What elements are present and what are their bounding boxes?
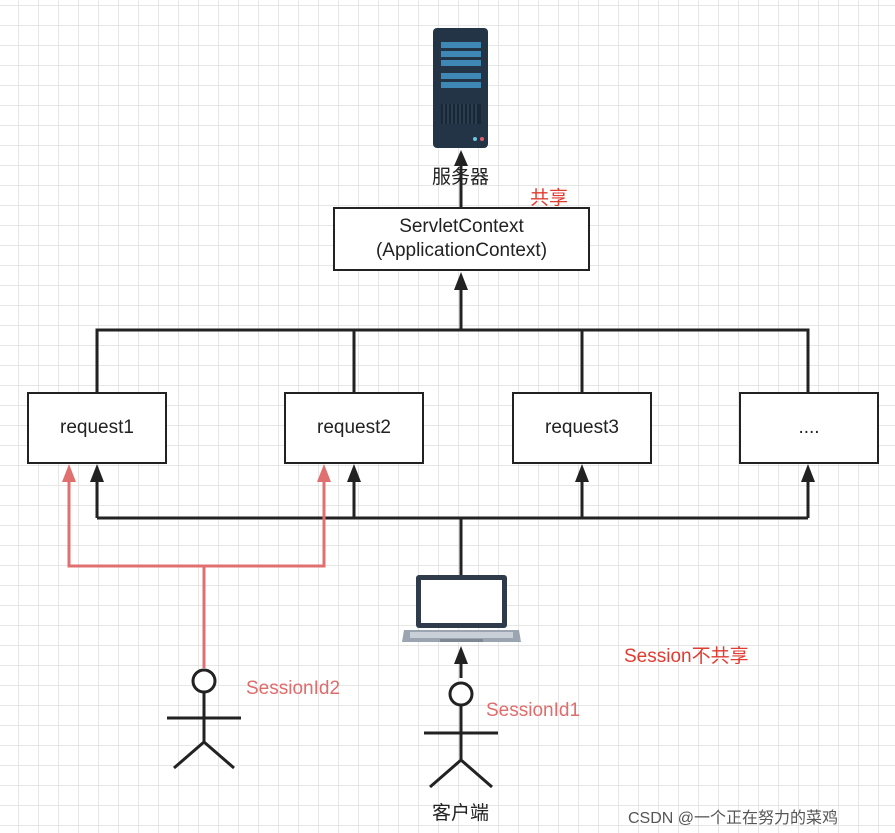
client-label: 客户端 <box>432 803 490 824</box>
csdn-watermark: CSDN @一个正在努力的菜鸡 <box>628 810 839 827</box>
user1-figure <box>424 681 498 789</box>
request2-box: request2 <box>284 392 424 464</box>
arrowheads-session2 <box>62 464 331 482</box>
user2-figure <box>167 668 241 770</box>
request3-label: request3 <box>545 417 619 438</box>
connector-client-to-requests <box>95 480 810 575</box>
connector-requests-to-context <box>95 288 810 392</box>
session-id2-label: SessionId2 <box>246 678 341 699</box>
session-id1-label: SessionId1 <box>486 700 581 721</box>
arrowheads-requests <box>90 464 815 482</box>
request1-box: request1 <box>27 392 167 464</box>
arrow-context-to-server <box>454 150 468 207</box>
request3-box: request3 <box>512 392 652 464</box>
shared-note: 共享 <box>530 188 569 209</box>
request2-label: request2 <box>317 417 391 438</box>
servlet-context-label: ServletContext <box>399 216 524 237</box>
request-more-box: .... <box>739 392 879 464</box>
server-label: 服务器 <box>432 167 490 188</box>
arrowhead-context <box>454 272 468 290</box>
connector-session2 <box>67 480 326 668</box>
request-more-label: .... <box>798 417 820 438</box>
arrow-user1-to-laptop <box>454 646 468 678</box>
session-not-shared-note: Session不共享 <box>624 646 749 667</box>
laptop-icon <box>402 575 521 642</box>
request1-label: request1 <box>60 417 134 438</box>
application-context-label: (ApplicationContext) <box>375 240 548 261</box>
server-icon <box>433 28 488 148</box>
servlet-context-box: ServletContext (ApplicationContext) <box>333 207 590 271</box>
